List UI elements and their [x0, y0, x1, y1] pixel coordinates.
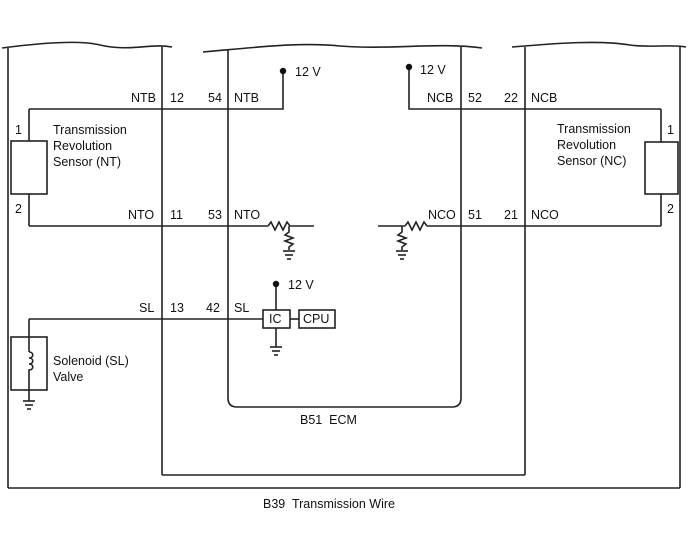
ntb-left-label: NTB [131, 91, 156, 105]
ncb-right-label: NCB [531, 91, 557, 105]
nto-left-label: NTO [128, 208, 154, 222]
sl-pin-b: 42 [206, 301, 220, 315]
ecm-label: B51 ECM [300, 413, 357, 427]
sl-wire: SL 13 42 SL [29, 301, 263, 320]
sl-pin-a: 13 [170, 301, 184, 315]
nt-sensor-name-line3: Sensor (NT) [53, 155, 121, 169]
solenoid-valve: Solenoid (SL) Valve [10, 319, 129, 410]
nco-pulldown-resistor [395, 226, 409, 250]
nc-sensor-name-line3: Sensor (NC) [557, 154, 626, 168]
nco-pin-b: 21 [504, 208, 518, 222]
nco-right-label: NCO [531, 208, 559, 222]
supply-label-ntb: 12 V [295, 65, 321, 79]
ncb-pin-b: 22 [504, 91, 518, 105]
nt-sensor-name-line2: Revolution [53, 139, 112, 153]
solenoid-ground-icon [23, 400, 35, 410]
harness-boundary [1, 41, 687, 489]
sl-left-label: SL [139, 301, 154, 315]
nt-sensor: 1 2 Transmission Revolution Sensor (NT) [10, 109, 127, 226]
supply-dot-ncb [405, 63, 413, 71]
nto-pin-b: 53 [208, 208, 222, 222]
ntb-pin-b: 54 [208, 91, 222, 105]
nto-pulldown-resistor [282, 226, 296, 250]
nco-resistor [404, 220, 428, 232]
ncb-left-label: NCB [427, 91, 453, 105]
nco-left-label: NCO [428, 208, 456, 222]
harness-label: B39 Transmission Wire [263, 497, 395, 511]
solenoid-coil-icon [28, 351, 34, 390]
supply-dot-ntb [279, 67, 287, 75]
ic-label: IC [269, 312, 282, 326]
nto-wire: NTO 11 53 NTO [29, 208, 314, 260]
cpu-label: CPU [303, 312, 329, 326]
solenoid-name-line1: Solenoid (SL) [53, 354, 129, 368]
nc-sensor-name-line1: Transmission [557, 122, 631, 136]
nco-wire: NCO 51 21 NCO [378, 208, 661, 260]
ntb-right-label: NTB [234, 91, 259, 105]
ntb-wire: 12 V NTB 12 54 NTB [29, 65, 321, 110]
ncb-pin-a: 52 [468, 91, 482, 105]
nto-ground-icon [283, 250, 295, 260]
nto-pin-a: 11 [170, 208, 183, 222]
nt-pin1-label: 1 [15, 123, 22, 137]
nco-pin-a: 51 [468, 208, 482, 222]
ncb-wire: 12 V NCB 52 22 NCB [405, 63, 661, 110]
supply-label-ic: 12 V [288, 278, 314, 292]
supply-label-ncb: 12 V [420, 63, 446, 77]
nt-pin2-label: 2 [15, 202, 22, 216]
nt-sensor-name-line1: Transmission [53, 123, 127, 137]
solenoid-name-line2: Valve [53, 370, 83, 384]
sl-right-label: SL [234, 301, 249, 315]
nc-pin2-label: 2 [667, 202, 674, 216]
nto-right-label: NTO [234, 208, 260, 222]
nco-ground-icon [396, 250, 408, 260]
nc-sensor: 1 2 Transmission Revolution Sensor (NC) [557, 109, 679, 226]
ic-block: 12 V IC CPU [262, 278, 336, 356]
nc-sensor-name-line2: Revolution [557, 138, 616, 152]
nto-resistor [267, 220, 291, 232]
ic-ground-icon [270, 346, 282, 356]
supply-dot-ic [272, 280, 280, 288]
nc-pin1-label: 1 [667, 123, 674, 137]
ntb-pin-a: 12 [170, 91, 184, 105]
